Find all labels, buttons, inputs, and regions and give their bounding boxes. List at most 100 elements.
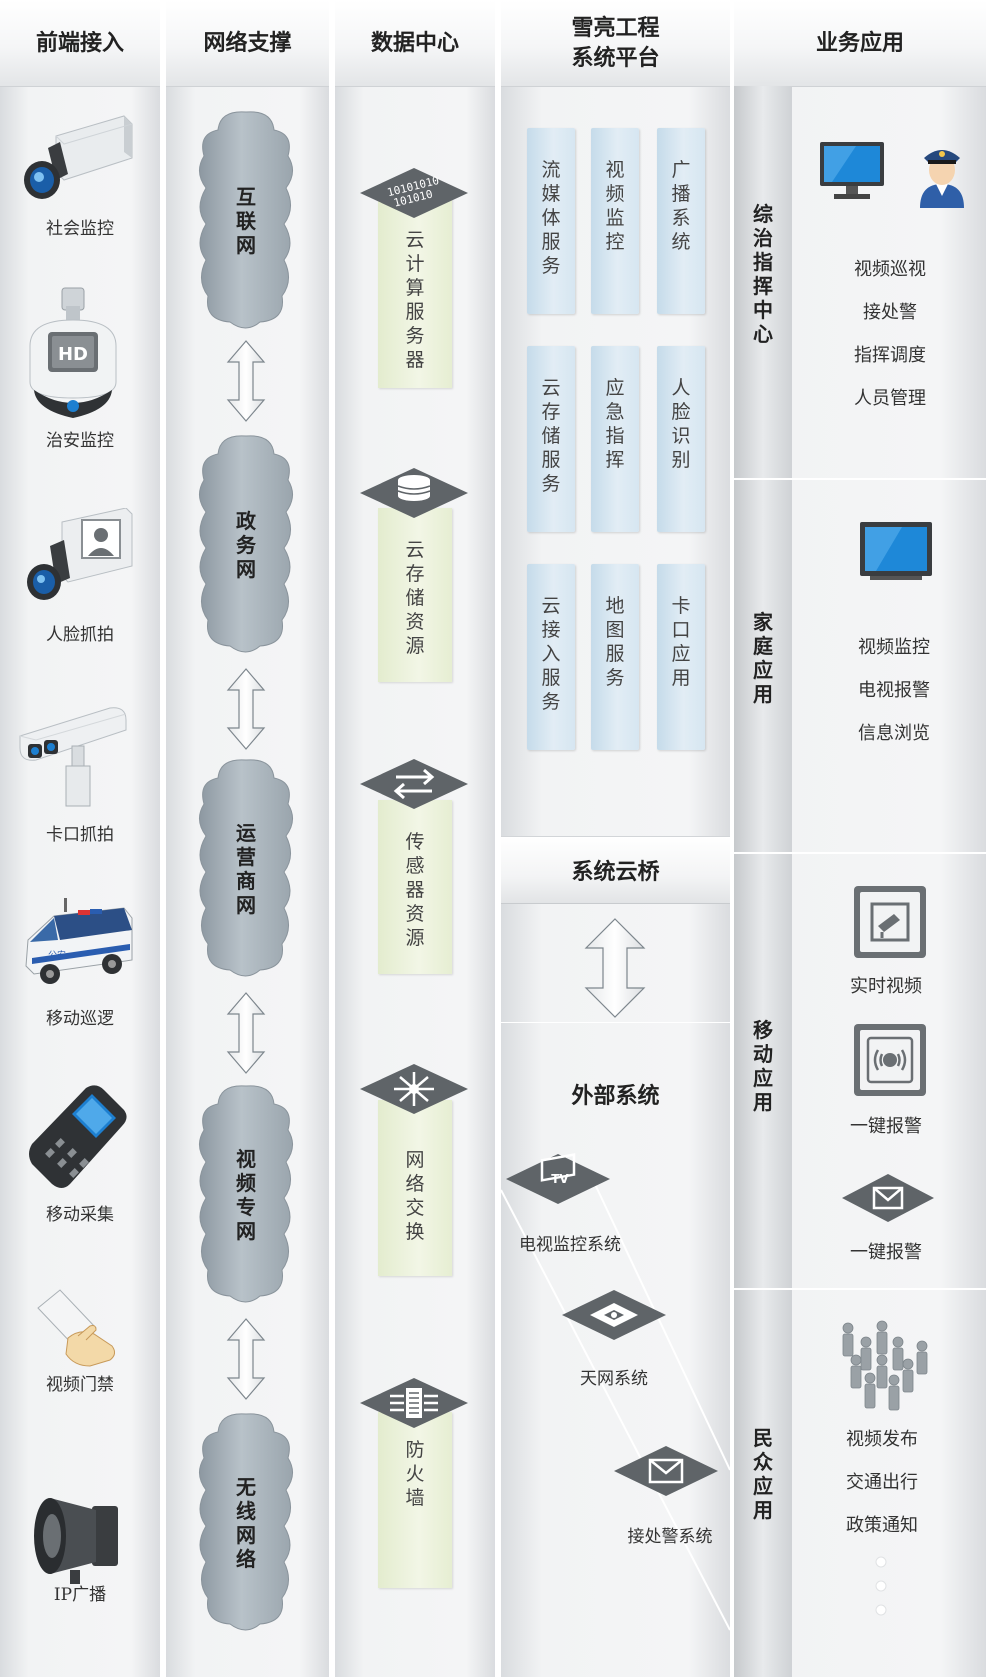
envelope-icon bbox=[840, 1172, 936, 1224]
alarm-button-icon bbox=[852, 1022, 928, 1098]
service-tile: 云接入服务 bbox=[527, 564, 575, 750]
section-divider bbox=[734, 1288, 986, 1290]
network-name: 互联网 bbox=[236, 185, 256, 257]
more-dots-icon bbox=[874, 1556, 888, 1616]
business-item: 一键报警 bbox=[850, 1116, 922, 1137]
header-platform-line1: 雪亮工程 bbox=[571, 15, 660, 41]
service-label: 视频监控 bbox=[605, 159, 625, 253]
monitor-icon bbox=[816, 138, 888, 202]
cloud-bridge-banner: 系统云桥 bbox=[501, 836, 730, 904]
business-item: 视频巡视 bbox=[854, 259, 926, 280]
business-section-name: 家庭应用 bbox=[753, 610, 773, 706]
database-icon bbox=[358, 466, 470, 520]
service-label: 人脸识别 bbox=[671, 377, 691, 471]
service-label: 流媒体服务 bbox=[541, 159, 561, 277]
network-cloud: 政务网 bbox=[194, 432, 298, 658]
network-cloud: 互联网 bbox=[194, 108, 298, 334]
datacenter-pillar: 传感器资源 bbox=[378, 800, 452, 974]
external-title: 外部系统 bbox=[571, 1083, 660, 1109]
double-arrow-icon bbox=[226, 340, 266, 422]
service-label: 卡口应用 bbox=[671, 595, 691, 689]
datacenter-item-label: 传感器资源 bbox=[405, 831, 425, 949]
header-platform-line2: 系统平台 bbox=[571, 45, 660, 71]
service-tile: 云存储服务 bbox=[527, 346, 575, 532]
datacenter-pillar: 网络交换 bbox=[378, 1100, 452, 1276]
svg-text:HD: HD bbox=[58, 344, 88, 365]
svg-text:TV: TV bbox=[551, 1172, 569, 1186]
crowd-icon bbox=[836, 1320, 936, 1414]
network-name: 视频专网 bbox=[236, 1147, 256, 1243]
double-arrow-icon bbox=[226, 992, 266, 1074]
service-tile: 应急指挥 bbox=[591, 346, 639, 532]
live-video-icon bbox=[852, 884, 928, 960]
business-item: 电视报警 bbox=[858, 680, 930, 701]
network-cloud: 运营商网 bbox=[194, 756, 298, 982]
section-divider bbox=[734, 852, 986, 854]
frontend-column bbox=[0, 0, 160, 1677]
business-item: 实时视频 bbox=[850, 976, 922, 997]
external-system-label: 电视监控系统 bbox=[519, 1235, 621, 1255]
device-label: 人脸抓拍 bbox=[46, 625, 114, 645]
firewall-icon bbox=[358, 1376, 470, 1430]
datacenter-item-label: 云计算服务器 bbox=[405, 229, 425, 371]
datacenter-item-label: 云存储资源 bbox=[405, 539, 425, 657]
header-business: 业务应用 bbox=[734, 0, 986, 87]
device-label: 视频门禁 bbox=[46, 1375, 114, 1395]
bridge-double-arrow-icon bbox=[584, 918, 646, 1018]
business-item: 政策通知 bbox=[846, 1515, 918, 1536]
header-platform: 雪亮工程 系统平台 bbox=[501, 0, 730, 87]
checkpoint-camera-icon bbox=[14, 700, 134, 810]
business-item-list: 视频发布 交通出行 政策通知 bbox=[792, 1418, 972, 1547]
police-officer-icon bbox=[912, 140, 972, 208]
network-cloud: 无线网络 bbox=[194, 1410, 298, 1636]
business-section-sidebar: 综治指挥中心 bbox=[734, 86, 792, 478]
business-section-sidebar: 家庭应用 bbox=[734, 480, 792, 852]
device-label: 社会监控 bbox=[46, 219, 114, 239]
tv-screen-icon bbox=[856, 518, 936, 584]
double-arrow-icon bbox=[226, 1318, 266, 1400]
device-label: 移动采集 bbox=[46, 1205, 114, 1225]
handheld-terminal-icon bbox=[26, 1084, 130, 1194]
business-item: 信息浏览 bbox=[858, 723, 930, 744]
business-item: 视频监控 bbox=[858, 637, 930, 658]
access-card-icon bbox=[34, 1288, 118, 1368]
external-system-label: 接处警系统 bbox=[627, 1527, 713, 1547]
business-item: 接处警 bbox=[863, 302, 917, 323]
external-connector-lines bbox=[501, 1179, 730, 1631]
business-item: 交通出行 bbox=[846, 1472, 918, 1493]
network-switch-icon bbox=[358, 1062, 470, 1116]
business-section-sidebar: 民众应用 bbox=[734, 1290, 792, 1677]
header-frontend: 前端接入 bbox=[0, 0, 160, 87]
service-label: 应急指挥 bbox=[605, 377, 625, 471]
face-capture-camera-icon bbox=[22, 508, 136, 608]
business-item: 一键报警 bbox=[850, 1242, 922, 1263]
device-label: IP广播 bbox=[53, 1585, 107, 1605]
divider bbox=[501, 1022, 730, 1023]
datacenter-pillar: 云计算服务器 bbox=[378, 198, 452, 388]
envelope-icon bbox=[612, 1444, 720, 1498]
device-label: 治安监控 bbox=[46, 431, 114, 451]
ip-speaker-icon bbox=[30, 1496, 122, 1586]
service-label: 地图服务 bbox=[605, 595, 625, 689]
business-section-sidebar: 移动应用 bbox=[734, 854, 792, 1288]
service-tile: 地图服务 bbox=[591, 564, 639, 750]
device-label: 卡口抓拍 bbox=[46, 825, 114, 845]
hd-dome-camera-icon: HD bbox=[18, 286, 128, 426]
network-name: 无线网络 bbox=[236, 1475, 256, 1571]
exchange-arrows-icon bbox=[358, 757, 470, 811]
business-item-list: 视频监控 电视报警 信息浏览 bbox=[804, 626, 984, 755]
service-label: 云存储服务 bbox=[541, 377, 561, 495]
datacenter-item-label: 网络交换 bbox=[405, 1149, 425, 1243]
service-tile: 广播系统 bbox=[657, 128, 705, 314]
tv-icon: TV bbox=[504, 1152, 612, 1206]
datacenter-pillar: 云存储资源 bbox=[378, 508, 452, 682]
service-label: 广播系统 bbox=[671, 159, 691, 253]
service-tile: 视频监控 bbox=[591, 128, 639, 314]
business-section-name: 民众应用 bbox=[753, 1426, 773, 1522]
network-name: 运营商网 bbox=[236, 821, 256, 917]
service-tile: 卡口应用 bbox=[657, 564, 705, 750]
network-cloud: 视频专网 bbox=[194, 1082, 298, 1308]
double-arrow-icon bbox=[226, 668, 266, 750]
